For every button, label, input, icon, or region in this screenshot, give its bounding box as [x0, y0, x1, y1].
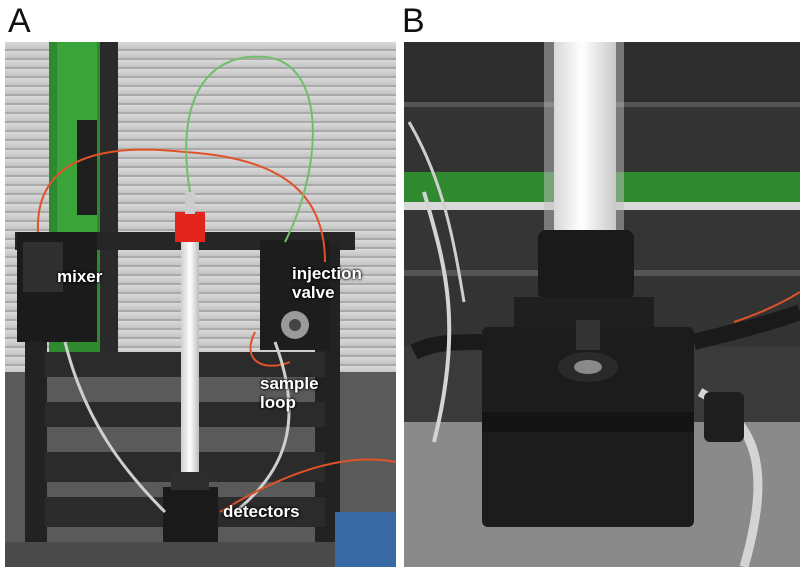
label-injection-valve-line1: injection	[292, 264, 362, 283]
photo-detector-closeup	[404, 42, 800, 567]
label-mixer: mixer	[57, 267, 103, 286]
photo-b-illustration	[404, 42, 800, 567]
label-sample-loop-line2: loop	[260, 393, 296, 412]
label-sample-loop-line1: sample	[260, 374, 319, 393]
label-injection-valve-line2: valve	[292, 283, 335, 302]
panel-letter-b: B	[402, 2, 425, 40]
panel-letter-a: A	[8, 2, 31, 40]
photo-apparatus-overview: mixer injection valve sample loop detect…	[5, 42, 396, 567]
photo-a-illustration	[5, 42, 396, 567]
label-detectors: detectors	[223, 502, 300, 521]
label-sample-loop: sample loop	[260, 374, 319, 412]
label-injection-valve: injection valve	[292, 264, 362, 302]
